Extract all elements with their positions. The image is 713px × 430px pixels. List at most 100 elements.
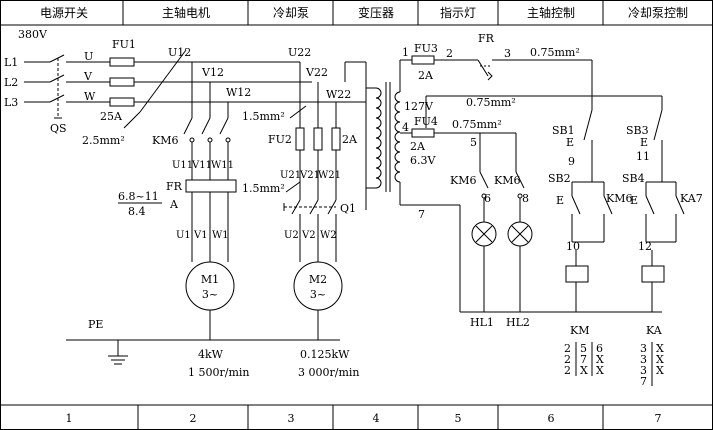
node-5: 5 [470, 136, 477, 149]
switch-q1: Q1 [340, 202, 356, 215]
motor-m1-power: 4kW [198, 348, 224, 361]
fuse-fu4-label: FU4 [414, 115, 438, 128]
phase-u-label: U [84, 50, 93, 63]
zone-1: 1 [66, 412, 73, 425]
fuse-fu3-label: FU3 [414, 42, 438, 55]
wire-lamp: 0.75mm² [452, 118, 502, 131]
motor-m2-symbol [293, 261, 343, 311]
phase-l2: L2 [4, 76, 18, 89]
indicator-km6-a: KM6 [450, 174, 476, 187]
node-10: 10 [566, 240, 580, 253]
indicator-lamps: 5 KM6 KM6 6 8 HL1 HL2 [450, 133, 662, 329]
fuse-fu3 [411, 55, 435, 65]
start-sb4: SB4 [622, 172, 645, 185]
lamp-hl1-label: HL1 [470, 316, 494, 329]
fuse-fu2-rating: 2A [342, 133, 358, 146]
zone-7: 7 [655, 412, 662, 425]
bus-v22: V22 [305, 66, 328, 79]
transformer-127v: 127V [404, 100, 434, 113]
fr-contact-label: FR [478, 32, 495, 45]
contactor-km6-label: KM6 [152, 134, 178, 147]
header-power-switch: 电源开关 [40, 6, 88, 20]
km-ref-1-right: X [596, 353, 604, 366]
stop-sb3-e: E [640, 136, 648, 149]
bus-v12: V12 [201, 66, 224, 79]
header-spindle-motor: 主轴电机 [162, 5, 210, 20]
terminal-w21: W21 [318, 170, 341, 181]
spindle-aux-km6: KM6 [606, 192, 632, 205]
stop-sb1: SB1 [552, 124, 575, 137]
header-indicator: 指示灯 [440, 5, 476, 20]
transformer-section: 1 127V 4 6.3V 7 [325, 46, 461, 312]
fuse-fu3-rating: 2A [418, 69, 434, 82]
pe-label: PE [88, 318, 103, 331]
transformer-secondary-winding [394, 91, 401, 183]
coil-km [565, 265, 589, 283]
output-u1: U1 [176, 230, 191, 241]
lamp-hl2-label: HL2 [506, 316, 530, 329]
coil-ka-label: KA [646, 324, 663, 337]
header-transformer: 变压器 [358, 5, 394, 20]
coolant-pump-circuit: U22 V22 W22 1.5mm² FU2 2A U21 V21 W21 1.… [242, 46, 360, 379]
ka-ref-0-left: 3 [640, 342, 647, 355]
bus-u22: U22 [288, 46, 311, 59]
zone-5: 5 [455, 412, 462, 425]
start-sb2-e: E [556, 194, 564, 207]
header-spindle-control: 主轴控制 [527, 5, 575, 20]
fuse-fu2-label: FU2 [268, 133, 292, 146]
fuse-fu2-w [331, 127, 341, 151]
transformer-6v3: 6.3V [410, 154, 436, 167]
relay-setting-bottom: 8.4 [128, 205, 146, 218]
phase-w-label: W [84, 90, 96, 103]
fuse-fu4 [411, 128, 435, 138]
pe-ground: PE [66, 318, 340, 365]
motor-m2-name: M2 [309, 273, 327, 286]
motor-m1-name: M1 [201, 273, 219, 286]
output-w2: W2 [320, 230, 337, 241]
pump-control: SB3 E 11 SB4 E KA7 12 KA [622, 96, 703, 337]
motor-m1-speed: 1 500r/min [188, 366, 250, 379]
fuse-fu1-w [109, 97, 135, 107]
header-labels: 电源开关 主轴电机 冷却泵 变压器 指示灯 主轴控制 冷却泵控制 [40, 5, 688, 20]
supply-section: 380V L1 L2 L3 QS U V W FU1 25A 2.5mm² U1… [4, 28, 325, 147]
zone-2: 2 [190, 412, 197, 425]
km-ref-2-left: 2 [564, 364, 571, 377]
terminal-v11: V11 [191, 160, 212, 171]
header-coolant-pump: 冷却泵 [273, 6, 309, 20]
motor-m2-speed: 3 000r/min [298, 366, 360, 379]
wire-top: 0.75mm² [530, 46, 580, 59]
header-pump-control: 冷却泵控制 [628, 6, 688, 20]
coil-km-label: KM [570, 324, 589, 337]
motor-m1-phase: 3~ [202, 288, 218, 301]
pump-aux-ka7: KA7 [680, 192, 703, 205]
supply-wire-size: 2.5mm² [82, 134, 125, 147]
km-ref-0-mid: 5 [580, 342, 587, 355]
footer-labels: 1 2 3 4 5 6 7 [66, 412, 662, 425]
bus-u12: U12 [168, 46, 191, 59]
terminal-u11: U11 [172, 160, 193, 171]
km-ref-1-mid: 7 [580, 353, 587, 366]
output-v2: V2 [301, 230, 316, 241]
output-v1: V1 [193, 230, 208, 241]
node-12: 12 [638, 240, 652, 253]
output-u2: U2 [284, 230, 299, 241]
zone-3: 3 [288, 412, 295, 425]
start-sb2: SB2 [548, 172, 571, 185]
node-9: 9 [568, 155, 575, 168]
stop-sb3: SB3 [626, 124, 649, 137]
ka-ref-3-left: 7 [640, 375, 647, 388]
motor-m2-phase: 3~ [310, 288, 326, 301]
output-w1: W1 [212, 230, 229, 241]
ka-ref-1-left: 3 [640, 353, 647, 366]
switch-qs: QS [50, 122, 67, 135]
node-6: 6 [484, 192, 491, 205]
pump-wire-size-2: 1.5mm² [242, 182, 285, 195]
ka-ref-2-left: 3 [640, 364, 647, 377]
relay-unit: A [169, 198, 179, 211]
stop-sb1-e: E [566, 136, 574, 149]
wire-mid: 0.75mm² [466, 96, 516, 109]
indicator-km6-b: KM6 [494, 174, 520, 187]
control-fuses: FU3 2A 2 FR 3 0.75mm² 0.75mm² FU4 2A 0.7… [400, 32, 662, 153]
phase-v-label: V [83, 70, 93, 83]
